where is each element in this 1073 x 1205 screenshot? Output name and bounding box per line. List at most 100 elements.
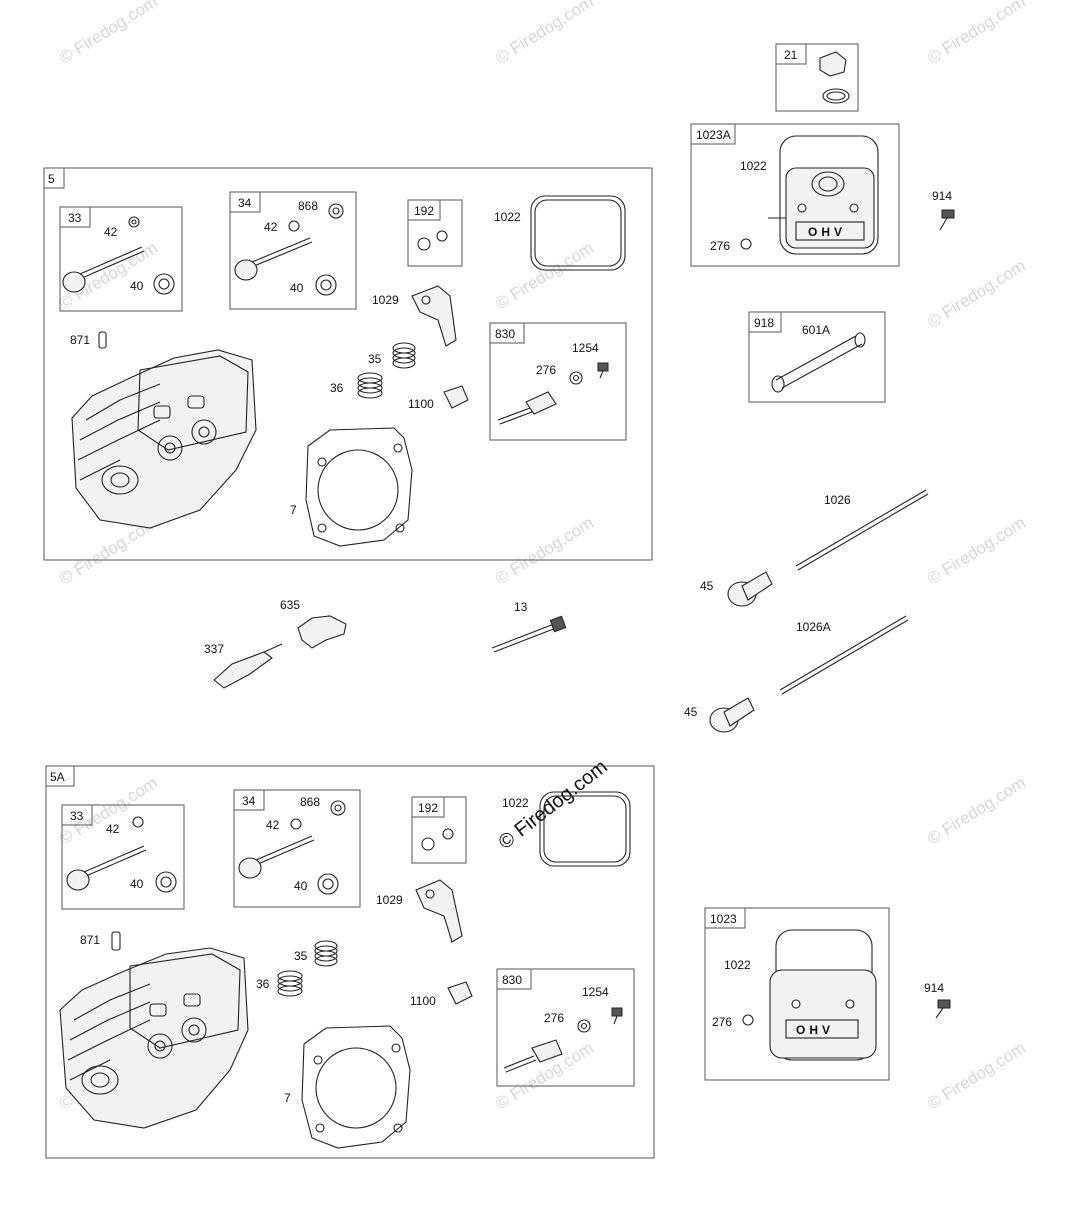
part-1026-label: 1026 [824,493,851,507]
assembly-5A[interactable]: 5A 33 42 40 34 868 42 40 [45,765,655,1159]
part-871-label: 871 [80,933,100,947]
spark-plug-boot-icon [297,615,347,649]
assembly-5-label: 5 [48,172,55,186]
head-gasket-icon [301,1025,411,1149]
watermarks: © Firedog.com © Firedog.com © Firedog.co… [56,0,1029,1113]
kit-918[interactable]: 918 601A [748,311,886,403]
watermark: © Firedog.com [492,238,597,313]
nut-icon [417,230,448,251]
watermark: © Firedog.com [56,0,161,67]
kit-192[interactable]: 192 [407,199,463,267]
oil-cap-icon [819,51,850,104]
tappet-45a[interactable]: 45 [700,571,773,607]
kit-34-label: 34 [238,196,252,210]
part-1254-label: 1254 [582,985,609,999]
part-42-label: 42 [266,818,280,832]
guide-plate-icon [443,385,469,409]
guide-plate-icon [447,981,473,1005]
tappet-45b[interactable]: 45 [684,697,755,733]
pin-icon [111,931,121,951]
part-35-label: 35 [368,352,382,366]
kit-34[interactable]: 34 868 42 40 [229,191,357,310]
part-276-label: 276 [544,1011,564,1025]
part-40-label: 40 [130,279,144,293]
kit-830[interactable]: 830 1254 276 [489,322,627,441]
kit-918-label: 918 [754,316,774,330]
assembly-5A-tag [45,765,75,787]
kit-21[interactable]: 21 [775,43,859,112]
washer-icon [740,238,752,250]
part-601A-label: 601A [802,323,830,337]
push-rod-1026[interactable]: 1026 [795,489,929,571]
kit-192[interactable]: 192 [411,796,467,864]
part-1022-label: 1022 [740,159,767,173]
spring-icon [357,372,383,399]
spring-icon [314,940,338,967]
assembly-5A-label: 5A [50,770,65,784]
kit-33-label: 33 [70,809,84,823]
assembly-5[interactable]: 5 33 42 40 34 868 42 40 [43,167,653,561]
part-42-label: 42 [104,225,118,239]
rocker-arm-icon [415,879,463,943]
part-276-label: 276 [712,1015,732,1029]
part-1022-label: 1022 [502,796,529,810]
bolt-icon [549,615,567,633]
tappet-icon [727,571,773,607]
part-276-label: 276 [710,239,730,253]
keeper-icon [132,816,144,828]
bolt-13[interactable]: 13 [491,600,567,653]
washer-icon [742,1014,754,1026]
watermark: © Firedog.com [924,773,1029,848]
part-13-label: 13 [514,600,528,614]
watermark: © Firedog.com [492,0,597,67]
bolt-icon [597,362,609,379]
spring-icon [277,970,303,997]
part-1029-label: 1029 [376,893,403,907]
cylinder-head-icon [59,947,249,1129]
watermark: © Firedog.com [492,513,597,588]
kit-33[interactable]: 33 42 40 [61,804,185,910]
cover-1023A[interactable]: 1023A 1022 276 OHV [690,123,900,267]
part-36-label: 36 [256,977,270,991]
keeper-icon [290,818,302,830]
part-1254-label: 1254 [572,341,599,355]
bolt-icon [611,1007,623,1025]
part-868-label: 868 [298,199,318,213]
seal-icon [315,274,337,296]
cover-1023-label: 1023 [710,912,737,926]
cover-1023A-label: 1023A [696,128,731,142]
valve-cover-icon: OHV [769,929,877,1061]
spark-plug-group[interactable]: 635 337 [204,598,347,689]
kit-33[interactable]: 33 42 40 [59,206,183,312]
stud-icon [503,1039,563,1073]
part-337-label: 337 [204,642,224,656]
kit-33-label: 33 [68,211,82,225]
part-1100-label: 1100 [408,397,434,411]
valve-cover-icon: OHV [768,135,879,255]
part-45-label: 45 [684,705,698,719]
part-868-label: 868 [300,795,320,809]
cover-1023[interactable]: 1023 1022 276 OHV [704,907,890,1081]
part-40-label: 40 [130,877,144,891]
rocker-arm-icon [411,285,457,347]
kit-34[interactable]: 34 868 42 40 [233,789,361,908]
push-rod-1026A[interactable]: 1026A [779,615,909,695]
keeper-icon [128,216,140,228]
kit-830[interactable]: 830 1254 276 [496,968,635,1087]
ohv-emblem: OHV [796,1023,834,1037]
part-635-label: 635 [280,598,300,612]
gasket-icon [530,195,626,271]
stud-icon [497,391,557,425]
bolt-icon [939,209,955,231]
gasket-icon [539,791,631,867]
part-40-label: 40 [290,281,304,295]
kit-21-label: 21 [784,48,798,62]
keeper-icon [328,203,344,219]
part-35-label: 35 [294,949,308,963]
part-1029-label: 1029 [372,293,399,307]
bolt-icon [935,999,951,1019]
part-7-label: 7 [290,503,297,517]
part-871-label: 871 [70,333,90,347]
part-42-label: 42 [106,822,120,836]
keeper-icon [288,220,300,232]
